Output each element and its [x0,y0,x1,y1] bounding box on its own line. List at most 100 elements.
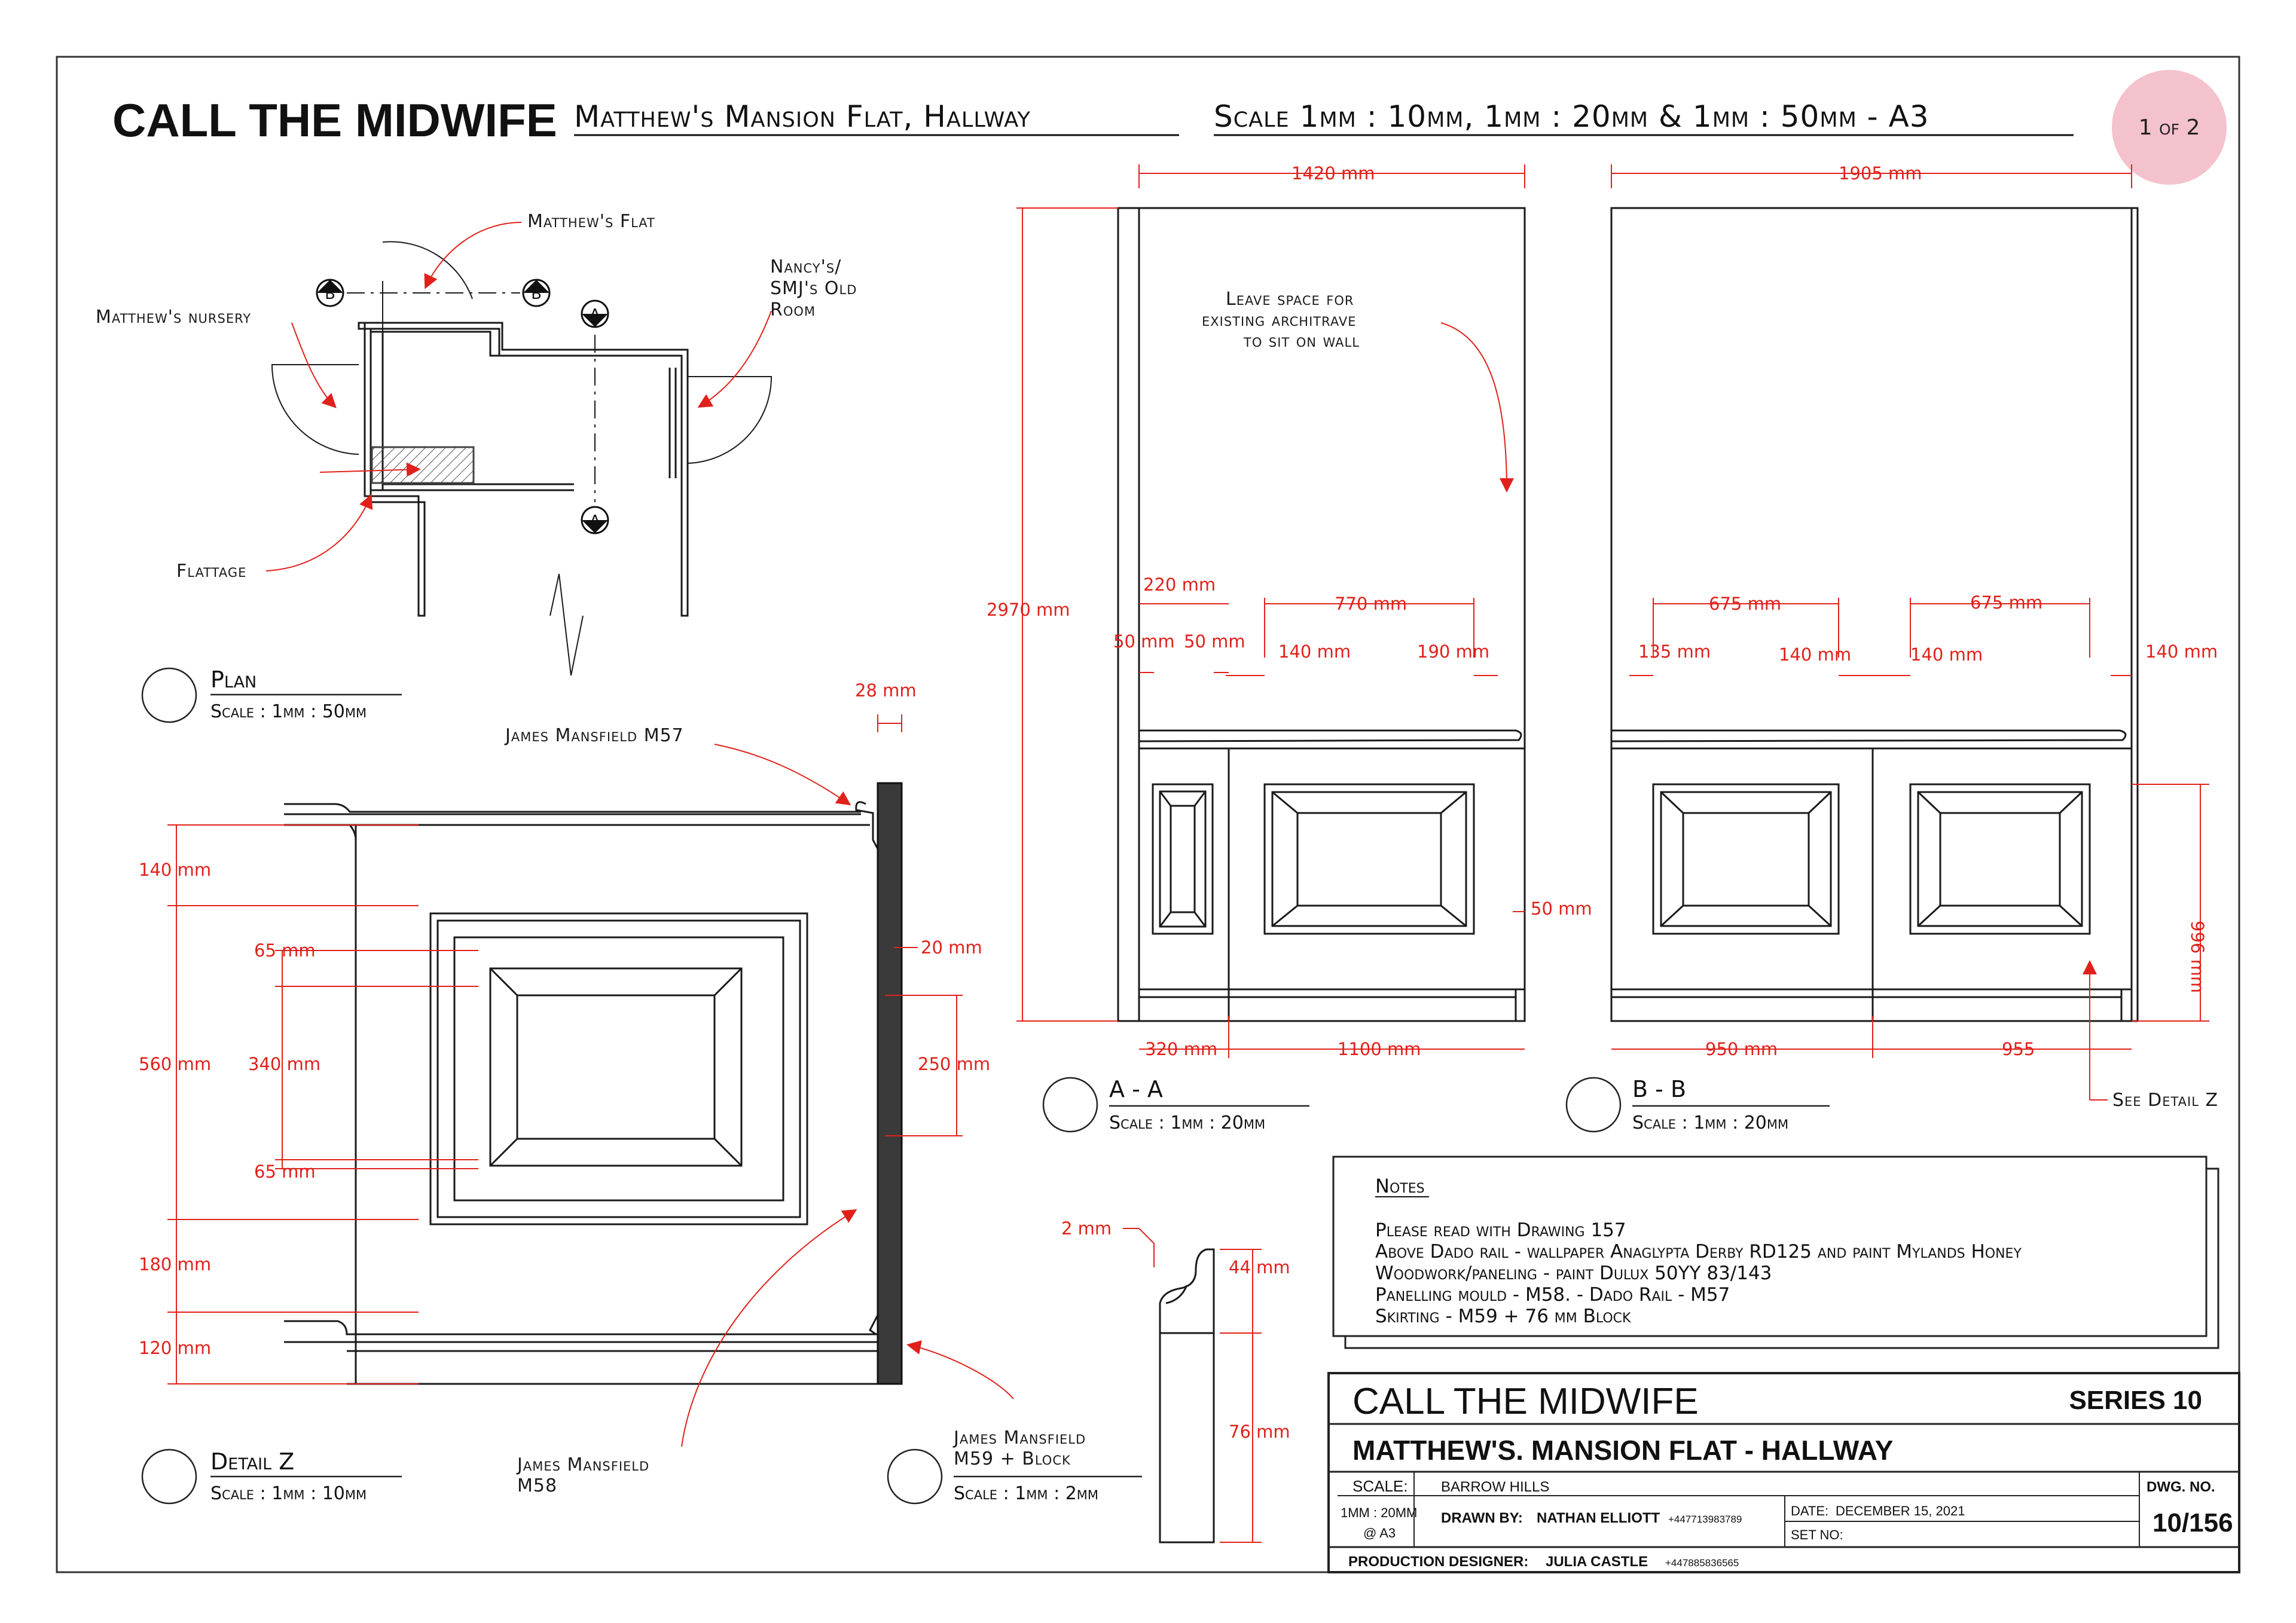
notes-line-3: Woodwork/paneling - paint Dulux 50YY 83/… [1375,1263,1772,1284]
dim-a-220: 220 mm [1143,574,1216,595]
dim-z-180: 180 mm [139,1254,211,1274]
label-nancys-room-2: SMJ's Old [770,278,857,299]
moulding-profile [1159,1248,1215,1543]
note-architrave-1: Leave space for [1226,289,1354,310]
dim-a-50side: 50 mm [1531,898,1592,919]
plan-title: Plan [210,667,257,693]
dim-z-28: 28 mm [855,680,917,701]
tb-show: CALL THE MIDWIFE [1352,1381,1699,1422]
svg-text:A: A [590,306,600,324]
notes-line-4: Panelling mould - M58. - Dado Rail - M57 [1375,1284,1730,1306]
tb-scale-value-2: @ A3 [1363,1526,1396,1541]
dim-m-76: 76 mm [1229,1422,1290,1442]
dim-z-250: 250 mm [918,1054,990,1074]
elevation-a-dimensions [1016,164,1525,1058]
dim-z-120: 120 mm [139,1338,211,1358]
dim-z-65b: 65 mm [254,1162,316,1182]
dim-b-996: 996 mm [2187,921,2208,993]
see-detail-z: See Detail Z [2112,1090,2218,1111]
notes-line-5: Skirting - M59 + 76 mm Block [1375,1306,1631,1327]
dim-a-width: 1420 mm [1292,163,1375,184]
elev-b-title: B - B [1632,1076,1686,1102]
tb-designer-phone: +447885836565 [1665,1557,1739,1569]
note-architrave-2: existing architrave [1202,310,1357,331]
tb-set-label: SET NO: [1791,1527,1843,1542]
tb-scale-value-1: 1MM : 20MM [1341,1505,1417,1520]
notes-heading: Notes [1375,1175,1425,1197]
tb-date: DECEMBER 15, 2021 [1836,1503,1965,1518]
detail-z [284,782,903,1385]
dim-a-190: 190 mm [1417,641,1489,662]
dim-a-50b: 50 mm [1184,631,1245,652]
svg-text:B: B [325,285,335,303]
dim-b-675b: 675 mm [1970,592,2042,613]
dim-b-135: 135 mm [1638,641,1711,662]
elevation-b-dimensions [1611,164,2209,1101]
dim-z-140: 140 mm [139,860,211,880]
detail-z-scale: Scale : 1mm : 10mm [210,1483,367,1504]
section-marker-b-right: B [522,279,551,307]
dim-a-50a: 50 mm [1113,631,1175,652]
tb-dwg-no: 10/156 [2152,1508,2233,1538]
label-matthews-flat: Matthew's Flat [527,211,655,232]
sheet-border [56,56,2240,1573]
elev-a-title-bubble [1042,1077,1098,1133]
label-matthews-nursery: Matthew's nursery [96,307,251,328]
dim-b-675a: 675 mm [1709,594,1781,614]
dim-a-140: 140 mm [1278,641,1351,662]
tb-drawn-phone: +447713983789 [1668,1514,1742,1525]
dim-m-2: 2 mm [1061,1218,1112,1239]
label-nancys-room-3: Room [770,299,816,320]
elevation-a-a [1117,207,1526,1022]
detail-z-dimensions [167,714,1014,1447]
tb-series: SERIES 10 [2069,1386,2202,1415]
dim-m-44: 44 mm [1229,1257,1290,1277]
label-m57: James Mansfield M57 [504,725,684,746]
section-marker-a-top: A [581,299,609,328]
tb-scale-label: SCALE: [1352,1477,1408,1495]
section-marker-a-bottom: A [581,506,609,534]
dim-z-340: 340 mm [248,1054,320,1074]
plan-scale: Scale : 1mm : 50mm [210,701,367,722]
label-nancys-room-1: Nancy's/ [770,256,841,277]
label-m58-2: M58 [517,1475,557,1496]
elevation-b-b [1610,207,2139,1022]
dim-b-140c: 140 mm [2145,641,2218,662]
dim-b-955: 955 [2002,1039,2035,1059]
moulding-label-1: James Mansfield [952,1428,1086,1448]
title-block: CALL THE MIDWIFE SERIES 10 MATTHEW'S. MA… [1327,1372,2240,1573]
tb-drawn-by: NATHAN ELLIOTT [1537,1510,1660,1526]
notes-box: Notes Please read with Drawing 157 Above… [1332,1156,2219,1349]
sheet-title: Matthew's Mansion Flat, Hallway [574,99,1031,134]
detail-z-title-bubble [141,1448,197,1505]
dim-a-770: 770 mm [1335,594,1407,614]
dim-a-320: 320 mm [1145,1039,1217,1059]
plan-view [271,241,773,676]
plan-title-bubble [141,667,197,723]
detail-z-title: Detail Z [210,1448,294,1475]
dim-b-width: 1905 mm [1839,163,1922,184]
note-architrave-3: to sit on wall [1243,331,1360,352]
moulding-label-2: M59 + Block [954,1448,1071,1469]
show-title: CALL THE MIDWIFE [112,94,557,146]
dim-a-1100: 1100 mm [1338,1039,1421,1059]
dim-b-950: 950 mm [1705,1039,1778,1059]
svg-text:A: A [590,512,600,530]
tb-drawn-label: DRAWN BY: [1441,1510,1523,1526]
dim-a-height: 2970 mm [987,600,1070,620]
scale-note: Scale 1mm : 10mm, 1mm : 20mm & 1mm : 50m… [1214,99,1929,134]
tb-dwg-label: DWG. NO. [2147,1479,2215,1495]
dim-z-560: 560 mm [139,1054,211,1074]
notes-line-1: Please read with Drawing 157 [1375,1219,1626,1241]
label-m58-1: James Mansfield [516,1454,649,1475]
label-flattage: Flattage [176,561,246,582]
section-marker-b-left: B [316,279,344,307]
elev-a-scale: Scale : 1mm : 20mm [1109,1112,1265,1133]
svg-text:B: B [531,285,542,303]
dim-z-20: 20 mm [921,937,982,958]
tb-designer: JULIA CASTLE [1546,1554,1648,1570]
elev-a-title: A - A [1109,1076,1163,1102]
notes-line-2: Above Dado rail - wallpaper Anaglypta De… [1375,1241,2022,1263]
flattage-hatch [371,446,475,484]
